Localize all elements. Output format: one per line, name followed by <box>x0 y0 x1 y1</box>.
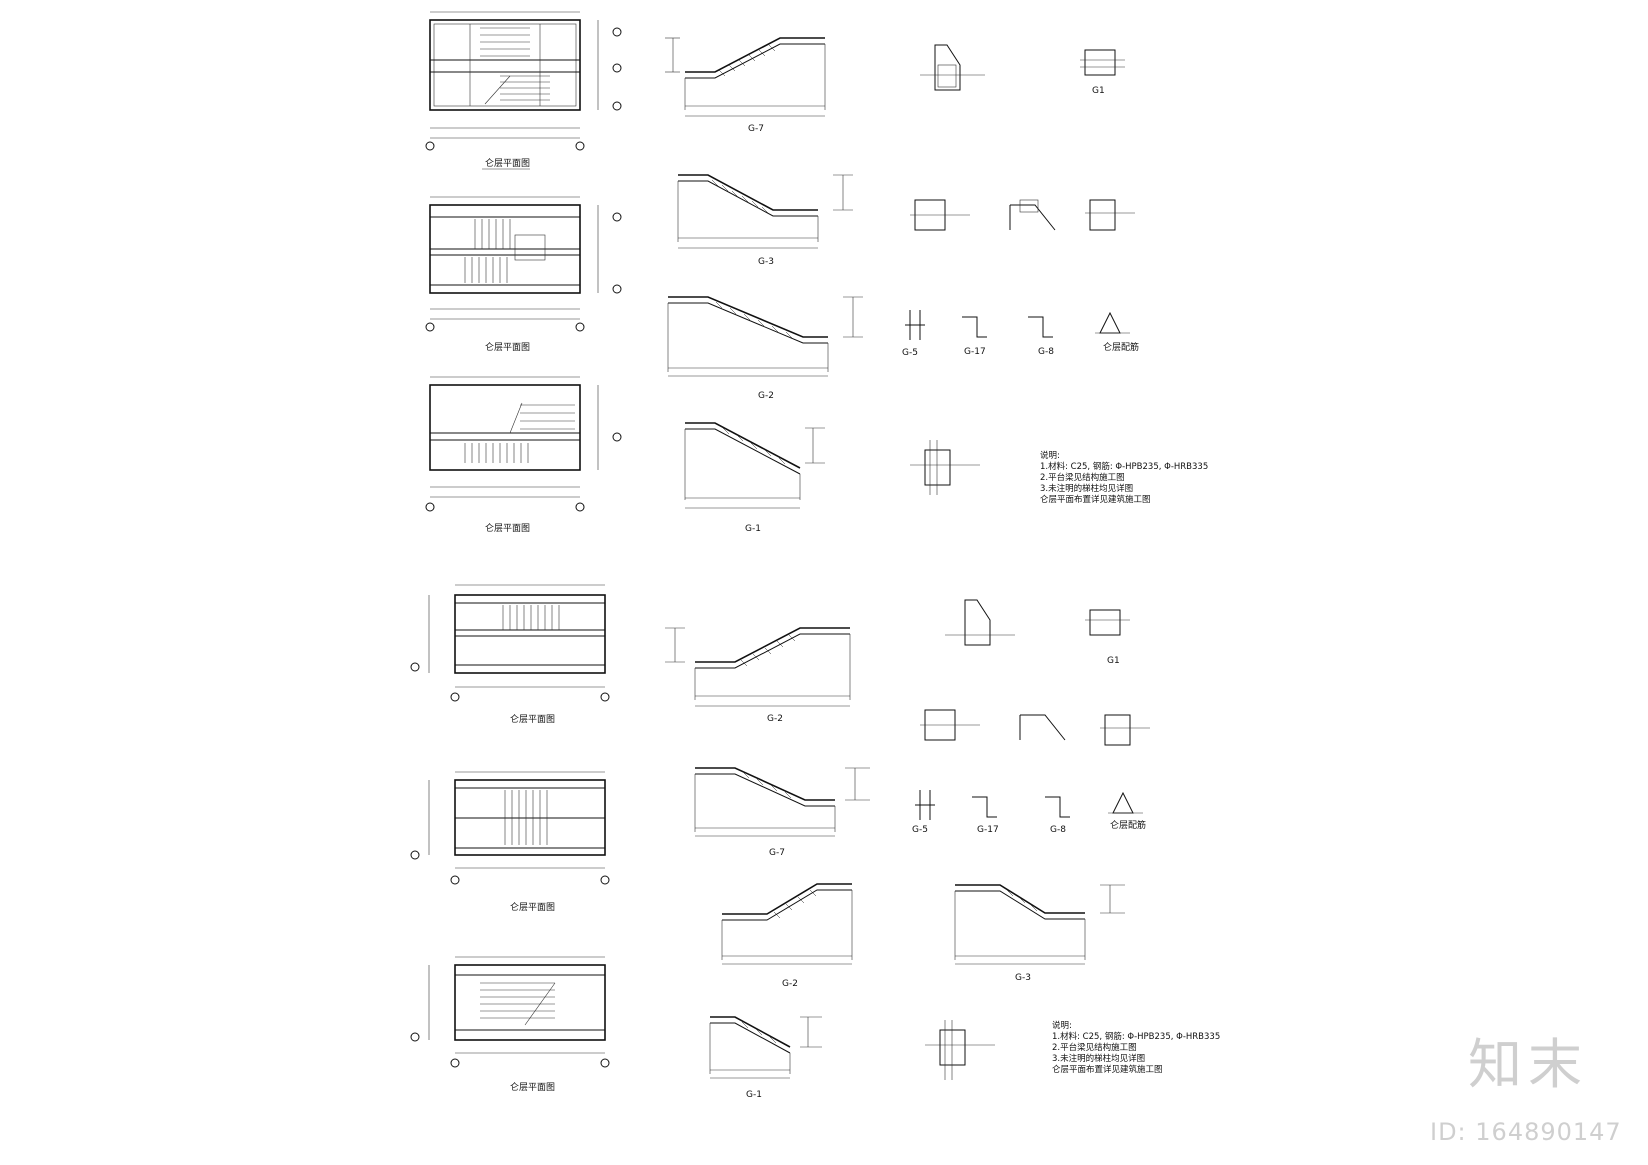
detail-label: G1 <box>1092 86 1105 96</box>
detail-g5: G-5 <box>902 310 925 358</box>
stair-section-3: G-2 <box>667 296 863 401</box>
stair-plan-6: 仑层平面图 <box>410 956 610 1093</box>
detail-node-a <box>920 44 985 91</box>
stair-section-5: G-2 <box>665 627 851 724</box>
stair-section-4: G-1 <box>684 422 825 534</box>
plan-caption: 仑层平面图 <box>485 157 530 169</box>
section-caption: G-7 <box>769 848 785 858</box>
note-line: 2.平台梁见结构施工图 <box>1040 472 1125 483</box>
stair-section-9: G-1 <box>709 1016 822 1100</box>
detail-label: 仑层配筋 <box>1103 341 1139 353</box>
detail-label: 仑层配筋 <box>1110 819 1146 831</box>
detail-group-bottom: G1 G-5 G-17 G-8 仑层配筋 <box>912 599 1150 1080</box>
watermark-id: ID: 164890147 <box>1430 1118 1622 1146</box>
note-line: 1.材料: C25, 钢筋: Φ-HPB235, Φ-HRB335 <box>1040 461 1208 472</box>
note-line: 3.未注明的梯柱均见详图 <box>1052 1053 1145 1064</box>
detail-node-d <box>1009 199 1056 231</box>
section-caption: G-3 <box>1015 973 1031 983</box>
note-line: 3.未注明的梯柱均见详图 <box>1040 483 1133 494</box>
detail-node-b: G1 <box>1080 49 1125 96</box>
detail-label: G-8 <box>1050 825 1066 835</box>
detail-g8: G-8 <box>1045 796 1070 835</box>
watermark-logo: 知末 <box>1468 1033 1588 1096</box>
section-caption: G-2 <box>758 391 774 401</box>
detail-g5: G-5 <box>912 790 935 835</box>
detail-label: G-5 <box>902 348 918 358</box>
detail-node-d <box>1019 714 1066 741</box>
plan-caption: 仑层平面图 <box>510 901 555 913</box>
stair-plan-4: 仑层平面图 <box>410 584 610 725</box>
detail-g17: G-17 <box>972 796 999 835</box>
note-line: 说明: <box>1040 450 1060 461</box>
note-line: 仑层平面布置详见建筑施工图 <box>1040 494 1151 505</box>
plan-caption: 仑层平面图 <box>485 522 530 534</box>
detail-node-c <box>920 709 980 741</box>
detail-label: G-8 <box>1038 347 1054 357</box>
section-caption: G-7 <box>748 124 764 134</box>
stair-section-2: G-3 <box>677 174 853 267</box>
note-line: 1.材料: C25, 钢筋: Φ-HPB235, Φ-HRB335 <box>1052 1031 1220 1042</box>
stair-section-1: G-7 <box>665 37 826 134</box>
detail-g8: G-8 <box>1028 316 1054 357</box>
plan-caption: 仑层平面图 <box>485 341 530 353</box>
stair-section-7: G-2 <box>721 883 853 989</box>
section-caption: G-2 <box>767 714 783 724</box>
stair-plan-1: 仑层平面图 <box>425 11 622 170</box>
note-line: 说明: <box>1052 1020 1072 1031</box>
detail-node-c <box>910 199 970 231</box>
plan-caption: 仑层平面图 <box>510 1081 555 1093</box>
note-line: 2.平台梁见结构施工图 <box>1052 1042 1137 1053</box>
notes-bottom: 说明: 1.材料: C25, 钢筋: Φ-HPB235, Φ-HRB335 2.… <box>1052 1020 1220 1075</box>
notes-top: 说明: 1.材料: C25, 钢筋: Φ-HPB235, Φ-HRB335 2.… <box>1040 450 1208 505</box>
detail-node-b: G1 <box>1085 609 1130 666</box>
detail-node-e <box>1085 199 1135 231</box>
detail-rebar: 仑层配筋 <box>1108 791 1146 831</box>
note-line: 仑层平面布置详见建筑施工图 <box>1052 1064 1163 1075</box>
detail-rebar: 仑层配筋 <box>1095 311 1139 353</box>
stair-plan-2: 仑层平面图 <box>425 196 622 353</box>
stair-section-8: G-3 <box>954 884 1125 983</box>
detail-label: G-17 <box>977 825 999 835</box>
detail-label: G-5 <box>912 825 928 835</box>
stair-plan-3: 仑层平面图 <box>425 376 622 534</box>
section-caption: G-2 <box>782 979 798 989</box>
stair-section-6: G-7 <box>694 767 870 858</box>
detail-node-f <box>910 440 980 495</box>
section-caption: G-3 <box>758 257 774 267</box>
detail-g17: G-17 <box>962 316 987 357</box>
detail-group-top: G1 G-5 G-17 G-8 仑层配筋 <box>902 44 1139 495</box>
stair-plan-5: 仑层平面图 <box>410 771 610 913</box>
section-caption: G-1 <box>746 1090 762 1100</box>
section-caption: G-1 <box>745 524 761 534</box>
detail-node-e <box>1100 714 1150 746</box>
detail-label: G-17 <box>964 347 986 357</box>
detail-node-a <box>945 599 1015 646</box>
plan-caption: 仑层平面图 <box>510 713 555 725</box>
detail-node-f <box>925 1020 995 1080</box>
detail-label: G1 <box>1107 656 1120 666</box>
